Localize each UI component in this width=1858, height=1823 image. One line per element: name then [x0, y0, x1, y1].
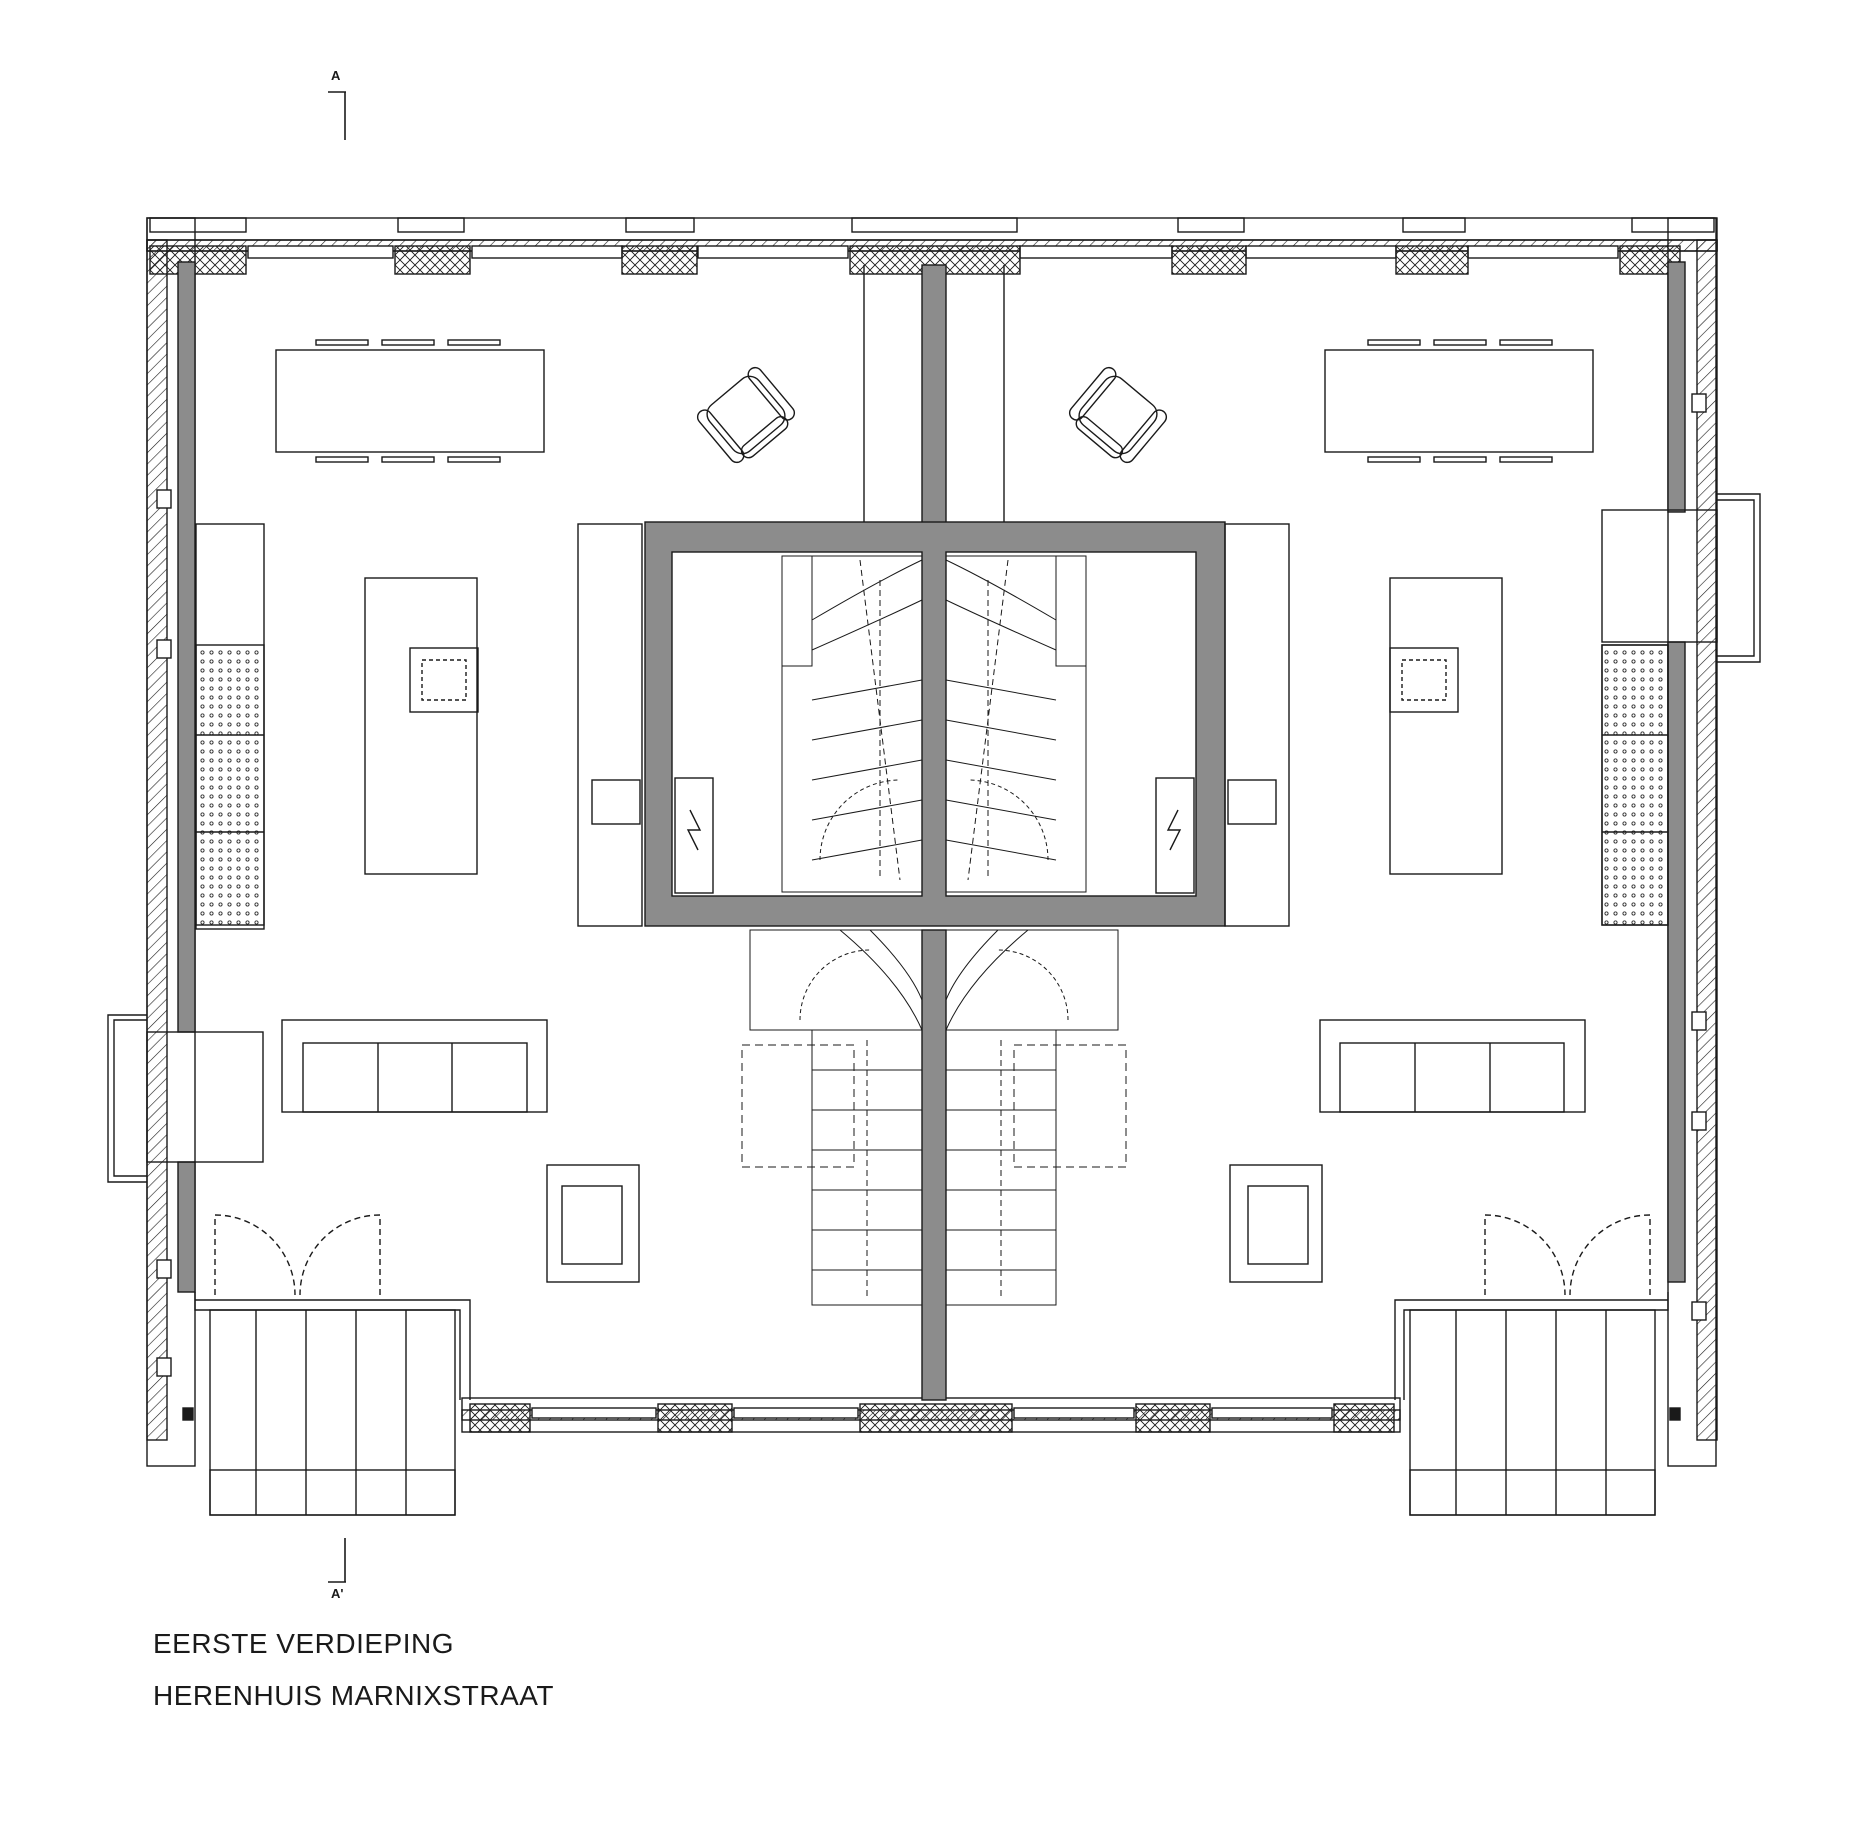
- kitchen-island-right: [1389, 577, 1503, 875]
- outer-wall-right: [1667, 217, 1718, 1467]
- lounge-chair-right: [1229, 1164, 1323, 1283]
- balcony-doors-left: [214, 1214, 381, 1296]
- cabinet-left: [577, 523, 643, 927]
- cabinet-right: [1224, 523, 1290, 927]
- stair-upper-right: [945, 555, 1087, 893]
- drawing-subtitle: HERENHUIS MARNIXSTRAAT: [153, 1680, 554, 1711]
- stair-upper-left: [781, 555, 923, 893]
- sofa-left: [281, 1019, 548, 1113]
- armchair-right: [1068, 366, 1168, 464]
- dining-table-right: [1324, 339, 1594, 463]
- kitchen-counter-right: [1601, 644, 1669, 926]
- section-label-top: A: [331, 68, 341, 83]
- kitchen-counter-left: [195, 523, 265, 930]
- kitchen-island-left: [364, 577, 479, 875]
- drawing-title: EERSTE VERDIEPING: [153, 1628, 455, 1659]
- section-marker-top: [328, 91, 346, 140]
- balcony-left: [182, 1292, 471, 1516]
- outer-wall-left: [146, 217, 196, 1467]
- meter-cabinet-left: [674, 777, 714, 894]
- section-label-bottom: A': [331, 1586, 344, 1601]
- party-wall: [921, 264, 947, 1401]
- dining-table-left: [275, 339, 545, 463]
- bay-right: [1601, 493, 1761, 663]
- lounge-chair-left: [546, 1164, 640, 1283]
- balcony-right: [1394, 1292, 1681, 1516]
- meter-cabinet-right: [1155, 777, 1195, 894]
- sofa-right: [1319, 1019, 1586, 1113]
- balcony-doors-right: [1484, 1214, 1651, 1296]
- stair-lower-left: [741, 929, 923, 1306]
- outer-wall-bottom: [461, 1397, 1401, 1433]
- stair-lower-right: [945, 929, 1127, 1306]
- outer-wall-top: [146, 217, 1718, 275]
- armchair-left: [696, 366, 796, 464]
- bay-left: [107, 1014, 264, 1183]
- section-marker-bottom: [328, 1538, 346, 1583]
